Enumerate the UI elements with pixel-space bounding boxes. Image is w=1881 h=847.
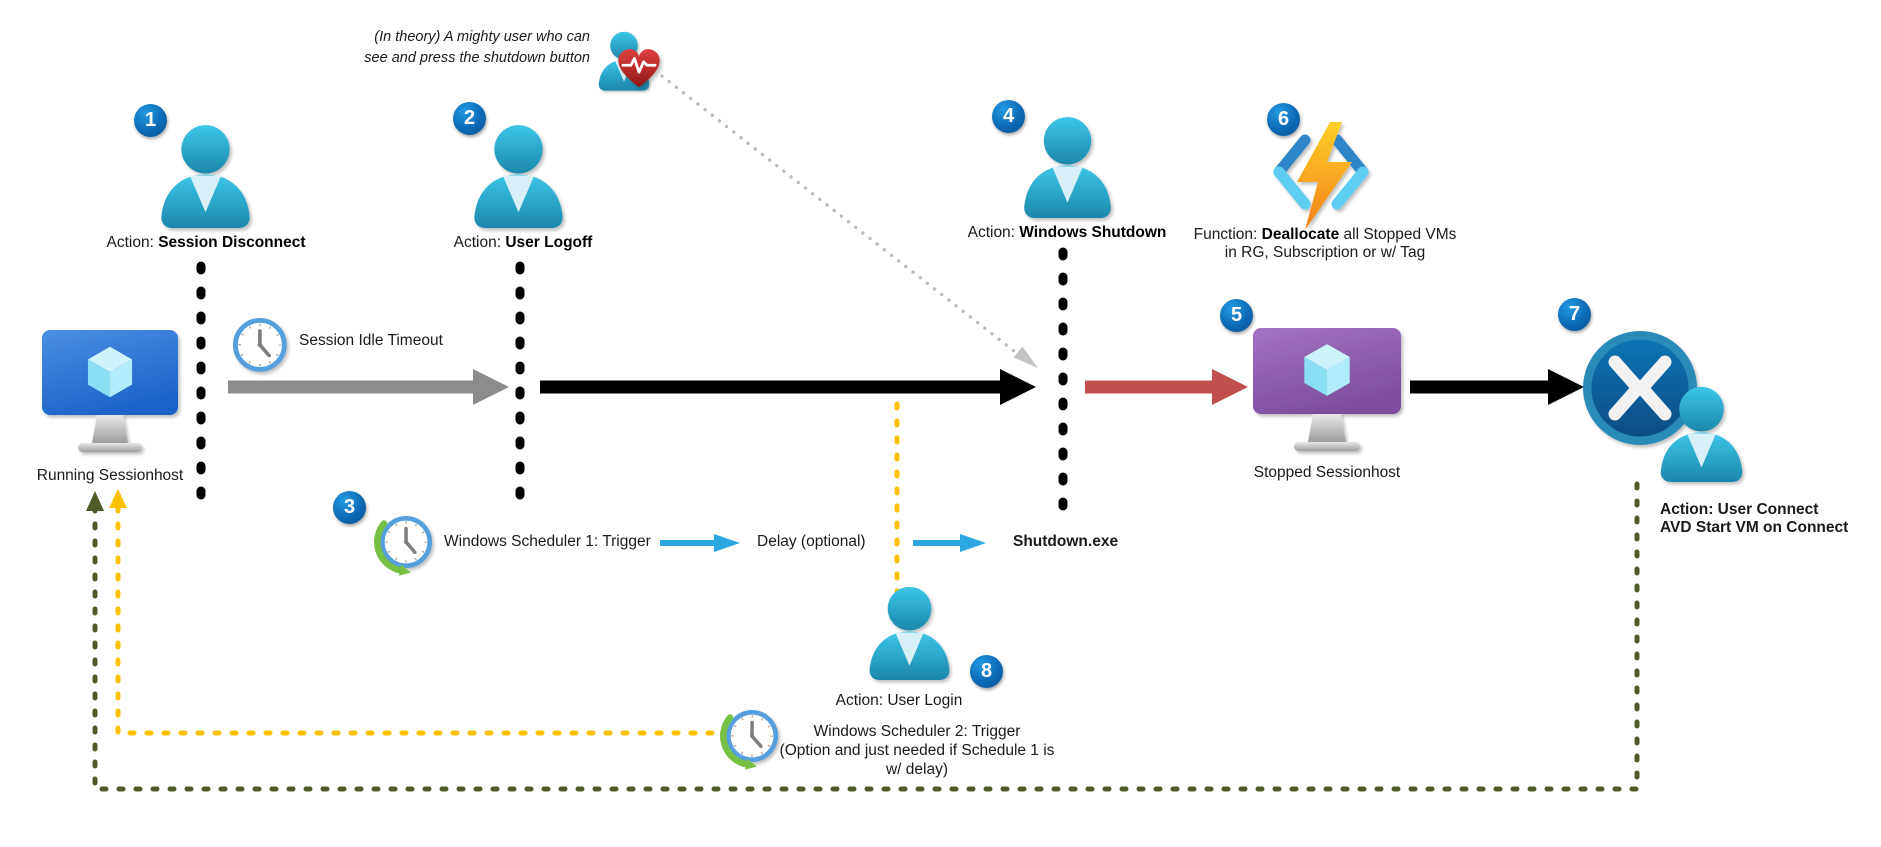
scheduler2-return-dashed-arrow — [109, 489, 715, 736]
scheduler1-clock-icon — [382, 518, 429, 565]
step6-badge: 6 — [1267, 103, 1300, 136]
step6-label-prefix: Function: — [1193, 226, 1262, 243]
scheduler2-label-line1: Windows Scheduler 2: Trigger — [813, 723, 1021, 740]
scheduler2-clock-icon — [728, 712, 775, 759]
running-sessionhost-label: Running Sessionhost — [36, 467, 184, 484]
step4-label-bold: Windows Shutdown — [1019, 224, 1167, 241]
step8-badge: 8 — [970, 655, 1003, 688]
start-vm-arrow — [1410, 369, 1584, 405]
scheduler-to-delay-arrow — [660, 534, 740, 552]
step1-label: Action: Session Disconnect — [107, 234, 306, 252]
step4-label-prefix: Action: — [967, 224, 1020, 241]
stopped-sessionhost-label: Stopped Sessionhost — [1253, 464, 1401, 481]
delay-to-shutdownexe-arrow — [913, 534, 986, 552]
user-login-label: Action: User Login — [835, 692, 963, 709]
user-connect-label-line2: AVD Start VM on Connect — [1660, 518, 1849, 536]
user-login-user-icon — [869, 586, 950, 680]
step6-label-suffix: all Stopped VMs — [1339, 226, 1457, 243]
annotation-line1: (In theory) A mighty user who can — [374, 29, 590, 45]
step1-label-prefix: Action: — [106, 234, 159, 251]
mighty-user-annotation: (In theory) A mighty user who can see an… — [240, 27, 590, 69]
scheduler2-label-line3: w/ delay) — [885, 761, 949, 778]
step7-badge: 7 — [1558, 298, 1591, 331]
step2-label-bold: User Logoff — [505, 234, 593, 251]
running-sessionhost-monitor-icon — [42, 330, 178, 452]
user-connect-label-line1: Action: User Connect — [1660, 501, 1819, 518]
azure-functions-icon — [1273, 122, 1369, 230]
session-idle-timeout-arrow — [228, 369, 509, 405]
user-connect-label: Action: User Connect AVD Start VM on Con… — [1660, 501, 1848, 536]
heart-pulse-icon — [618, 49, 660, 88]
logoff-to-shutdown-arrow — [540, 369, 1036, 405]
step6-label-line1: Function: Deallocate all Stopped VMs — [1194, 226, 1457, 244]
avd-icon — [1583, 331, 1697, 445]
step2-label-prefix: Action: — [453, 234, 506, 251]
stopped-sessionhost-monitor-icon — [1253, 328, 1401, 451]
step3-badge: 3 — [333, 491, 366, 524]
session-idle-clock-icon — [235, 320, 284, 369]
scheduler2-label: Windows Scheduler 2: Trigger (Option and… — [780, 722, 1055, 779]
mighty-user-dotted-arrow — [660, 74, 1038, 368]
session-idle-timeout-label: Session Idle Timeout — [299, 332, 443, 349]
step4-label: Action: Windows Shutdown — [968, 224, 1167, 242]
step5-badge: 5 — [1220, 299, 1253, 332]
session-disconnect-user-icon — [161, 125, 250, 229]
step1-badge: 1 — [134, 104, 167, 137]
shutdown-exe-label: Shutdown.exe — [1013, 533, 1119, 550]
step6-label-line2: in RG, Subscription or w/ Tag — [1224, 244, 1426, 261]
step2-badge: 2 — [453, 102, 486, 135]
scheduler1-label: Windows Scheduler 1: Trigger — [444, 533, 651, 550]
user-logoff-user-icon — [474, 125, 563, 229]
deallocate-arrow — [1085, 369, 1248, 405]
step6-label: Function: Deallocate all Stopped VMs in … — [1194, 226, 1457, 262]
windows-shutdown-user-icon — [1024, 117, 1111, 219]
annotation-line2: see and press the shutdown button — [364, 50, 590, 66]
scheduler2-label-line2: (Option and just needed if Schedule 1 is — [779, 742, 1055, 759]
step4-badge: 4 — [992, 100, 1025, 133]
step2-label: Action: User Logoff — [454, 234, 593, 252]
connect-return-dashed-arrow — [86, 481, 1640, 792]
step1-label-bold: Session Disconnect — [158, 234, 306, 251]
delay-label: Delay (optional) — [757, 533, 866, 550]
step6-label-bold: Deallocate — [1261, 226, 1340, 243]
